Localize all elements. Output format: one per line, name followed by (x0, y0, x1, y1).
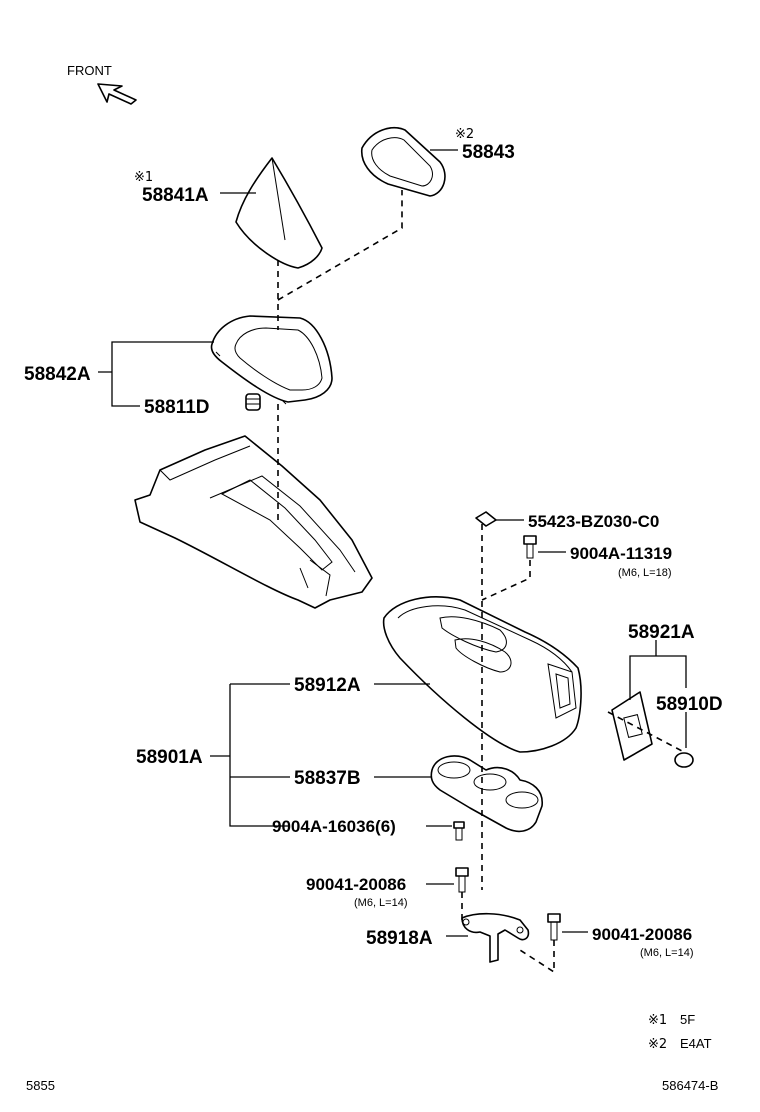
mark-58841A: ※1 (134, 170, 153, 185)
switch-panel (611, 691, 653, 761)
screw-90041-left (455, 867, 469, 893)
legend-mark-1: ※1 (648, 1013, 667, 1028)
part-number-90041-left: 90041-20086 (306, 875, 406, 894)
part-number-58837B: 58837B (294, 768, 361, 789)
part-number-58918A: 58918A (366, 928, 433, 949)
front-arrow-icon (97, 83, 137, 105)
clip (245, 393, 261, 411)
spec-90041-right: (M6, L=14) (640, 947, 694, 959)
part-number-90041-right: 90041-20086 (592, 925, 692, 944)
part-number-58912A: 58912A (294, 675, 361, 696)
part-number-58841A: 58841A (142, 185, 209, 206)
screw-90041-right (547, 913, 561, 941)
part-number-9004A-16036: 9004A-16036(6) (272, 817, 396, 836)
mark-58843: ※2 (455, 127, 474, 142)
legend: ※1 5F ※2 E4AT (648, 1012, 712, 1052)
legend-text-1: 5F (680, 1012, 695, 1027)
part-number-58901A: 58901A (136, 747, 203, 768)
part-number-55423: 55423-BZ030-C0 (528, 512, 659, 531)
console-box (382, 596, 582, 753)
footer-left: 5855 (26, 1078, 55, 1093)
shift-bezel (210, 315, 333, 405)
console-panel (134, 435, 373, 609)
knob-cover (361, 126, 446, 197)
part-number-9004A-11319: 9004A-11319 (570, 544, 672, 563)
shift-boot (235, 157, 323, 269)
spec-90041-left: (M6, L=14) (354, 897, 408, 909)
screw-9004A-16036 (453, 821, 465, 841)
front-label: FRONT (67, 63, 112, 78)
ring (674, 752, 694, 768)
assembly-lines (277, 190, 685, 974)
bracket (461, 912, 530, 963)
spec-9004A-11319: (M6, L=18) (618, 567, 672, 579)
legend-mark-2: ※2 (648, 1037, 667, 1052)
front-indicator: FRONT (67, 63, 137, 105)
footer-right: 586474-B (662, 1078, 718, 1093)
cup-holder (430, 755, 543, 833)
emblem (475, 511, 497, 527)
screw-9004A-11319 (523, 535, 537, 559)
leader-lines (98, 149, 687, 937)
part-number-58921A: 58921A (628, 622, 695, 643)
legend-text-2: E4AT (680, 1036, 712, 1051)
part-number-58842A: 58842A (24, 364, 91, 385)
part-number-58910D: 58910D (656, 694, 723, 715)
part-number-58811D: 58811D (144, 397, 210, 418)
part-number-58843: 58843 (462, 142, 515, 163)
